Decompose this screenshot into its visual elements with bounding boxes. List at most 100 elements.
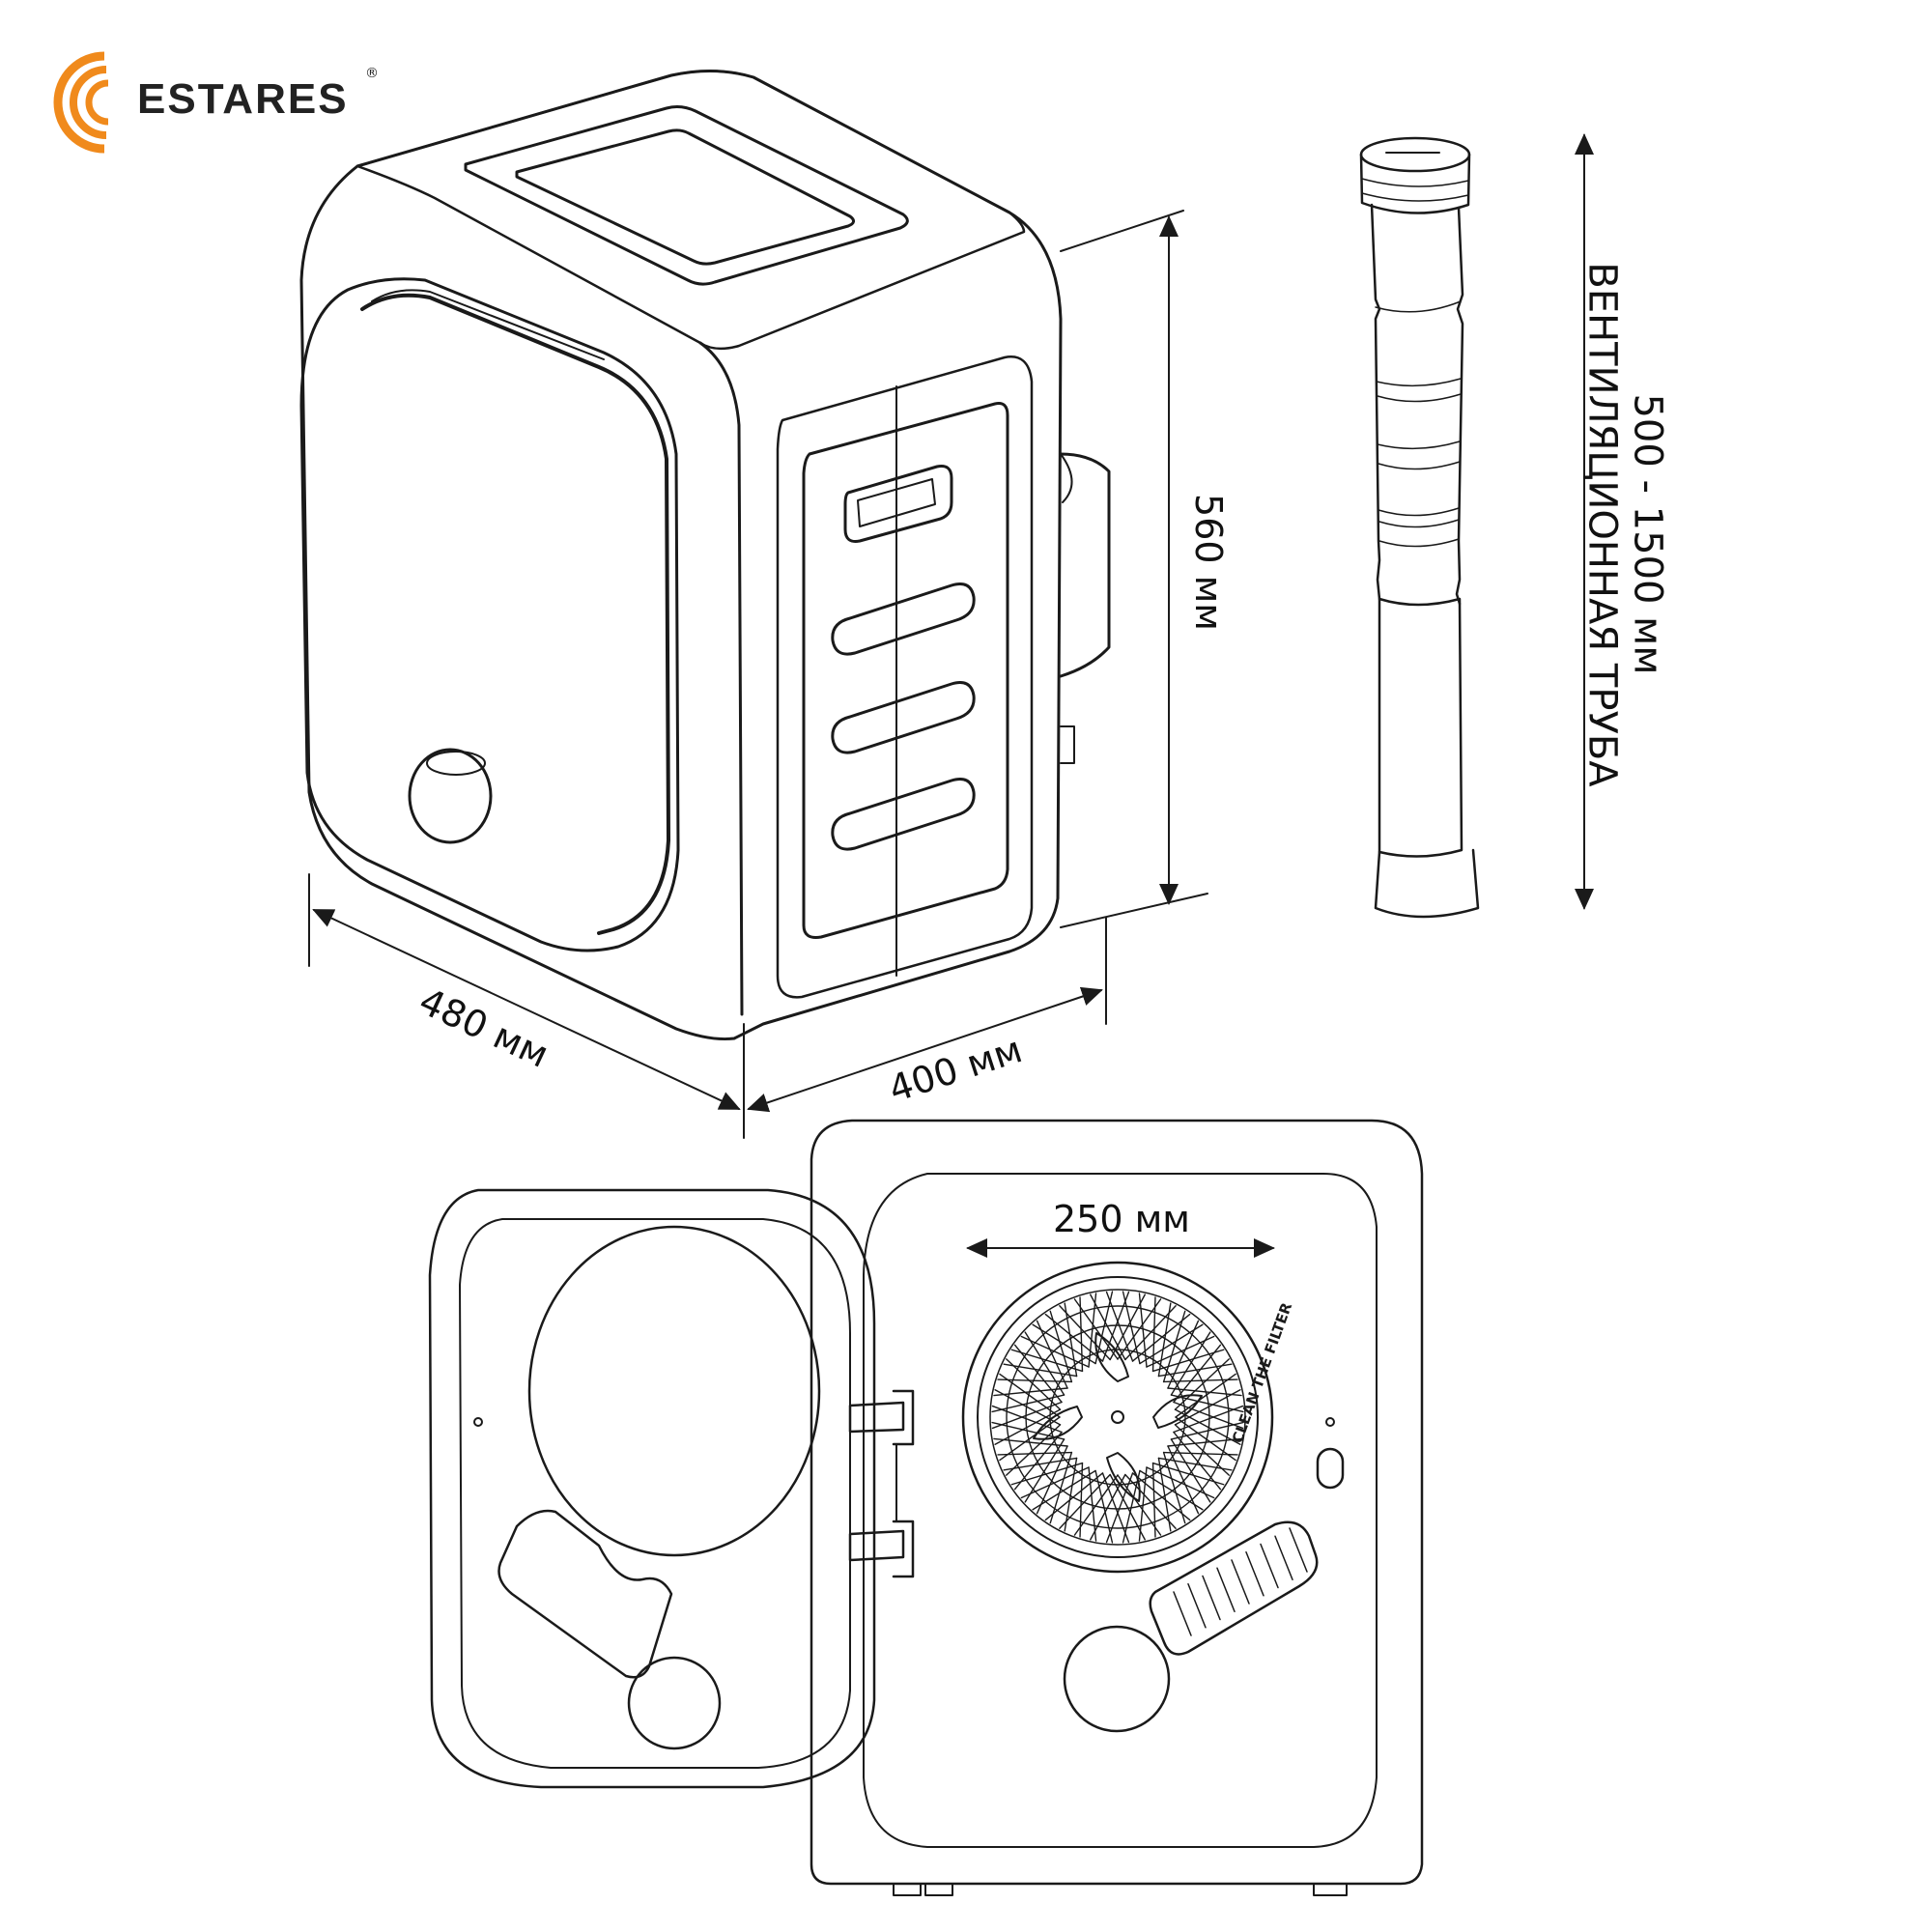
filter-mesh-line [1170, 1331, 1211, 1396]
filter-mesh-line [1138, 1293, 1148, 1368]
filter-mesh-line [1109, 1473, 1146, 1541]
top-control-panel [464, 105, 909, 286]
filter-mesh-line [1044, 1313, 1104, 1362]
filter-mesh-line [1049, 1310, 1073, 1383]
filter-mesh-line [1162, 1310, 1186, 1383]
filter-mesh-line [999, 1373, 1061, 1418]
side-vent-2 [831, 681, 976, 754]
filter-mesh-line [1157, 1457, 1233, 1471]
filter-mesh-line [1006, 1358, 1062, 1410]
filter-mesh-line [1006, 1424, 1062, 1476]
drum-filter-mesh [991, 1291, 1244, 1544]
drum-opening-dimension-label: 250 мм [1053, 1198, 1190, 1240]
filter-mesh-line [1024, 1438, 1065, 1503]
height-dimension-label: 560 мм [1186, 494, 1230, 631]
filter-mesh-line [1139, 1323, 1204, 1365]
filter-mesh-line [1157, 1363, 1233, 1378]
filter-mesh-line [1049, 1451, 1073, 1524]
width-dimension-line [747, 986, 1103, 1113]
filter-mesh-line [1124, 1473, 1177, 1529]
dryer-door-rim-inner [371, 289, 605, 360]
filter-mesh-line [993, 1387, 1068, 1397]
indicator-slot [1316, 1447, 1345, 1490]
filter-mesh-line [1170, 1438, 1211, 1503]
iso-dimensions [308, 210, 1208, 1139]
filter-mesh-line [1174, 1389, 1241, 1426]
lint-trap-slot [1187, 1583, 1207, 1629]
filter-mesh-line [1036, 1320, 1068, 1389]
filter-mesh-line [1105, 1472, 1134, 1544]
hinge-bottom-icon [848, 1520, 915, 1578]
filter-mesh-line [1167, 1387, 1242, 1397]
filter-mesh-line [994, 1408, 1062, 1445]
filter-mesh-line [1131, 1472, 1191, 1521]
dryer-knob-top [426, 751, 486, 776]
filter-mesh-line [1024, 1331, 1065, 1396]
drum-filter-ring [977, 1276, 1259, 1558]
filter-mesh-ring [1006, 1305, 1230, 1529]
dryer-body-outline [299, 70, 1063, 1040]
filter-mesh-line [1167, 1320, 1200, 1389]
filter-mesh-ring [1049, 1349, 1186, 1486]
lint-trap [1149, 1520, 1319, 1656]
filter-mesh-line [1010, 1462, 1084, 1486]
side-handle-inner [857, 478, 936, 527]
filter-mesh-line [1170, 1421, 1244, 1440]
filter-mesh-line [993, 1437, 1068, 1447]
filter-mesh-line [1088, 1466, 1097, 1542]
side-panel-inner [802, 402, 1009, 939]
filter-mesh-line [1088, 1293, 1097, 1368]
filter-mesh-line [1010, 1349, 1084, 1373]
lint-trap-slot [1216, 1567, 1236, 1612]
hinge-top-icon [848, 1389, 915, 1446]
vent-pipe-collar [1359, 153, 1471, 214]
filter-mesh-line [1020, 1466, 1090, 1499]
vent-pipe-top-rim [1359, 136, 1471, 173]
filter-mesh-line [1175, 1373, 1236, 1418]
filter-mesh-line [1174, 1358, 1230, 1410]
foot-left-1 [893, 1883, 922, 1896]
cabinet-front-panel [863, 1173, 1378, 1848]
filter-mesh-line [1174, 1408, 1241, 1445]
filter-mesh-line [991, 1421, 1065, 1440]
drum-filter-outer [961, 1261, 1274, 1574]
lint-trap-slot [1245, 1551, 1264, 1597]
door-knob-inner [627, 1656, 722, 1750]
filter-mesh-line [1079, 1462, 1084, 1538]
door-window [527, 1225, 821, 1557]
filter-mesh-line [997, 1378, 1073, 1383]
filter-mesh-line [1105, 1291, 1134, 1362]
filter-mesh-line [1013, 1431, 1063, 1491]
lint-trap-slot [1274, 1535, 1293, 1580]
side-panel [776, 355, 1034, 999]
filter-mesh-line [999, 1416, 1061, 1462]
fan-blade-4 [1033, 1406, 1083, 1440]
lint-trap-slot [1202, 1575, 1221, 1621]
filter-mesh-line [1032, 1469, 1096, 1511]
foot-right [1313, 1883, 1348, 1896]
filter-mesh-line [1151, 1349, 1225, 1373]
filter-mesh-line [1151, 1296, 1156, 1373]
filter-mesh-line [1170, 1394, 1244, 1413]
filter-mesh-line [991, 1405, 1063, 1434]
filter-mesh-ring [1025, 1324, 1210, 1510]
lint-trap-slot [1231, 1559, 1250, 1605]
cabinet-outline [810, 1119, 1424, 1886]
filter-mesh-line [1122, 1469, 1141, 1544]
fan-hub [1111, 1410, 1124, 1424]
side-handle-icon [843, 465, 953, 543]
filter-mesh-line [1173, 1405, 1244, 1434]
rear-bracket [1060, 725, 1075, 764]
filter-mesh-line [1124, 1305, 1177, 1361]
front-lower-button [1063, 1625, 1171, 1733]
concentric-arcs-logo-icon [53, 51, 109, 154]
rear-exhaust [1059, 452, 1111, 678]
lint-trap-slot [1260, 1543, 1279, 1589]
filter-mesh-line [1157, 1457, 1172, 1532]
indicator-dot [1325, 1417, 1335, 1427]
vent-pipe-length-label: 500 - 1500 мм [1625, 393, 1670, 675]
filter-mesh-line [1173, 1401, 1244, 1430]
filter-mesh-line [997, 1451, 1073, 1456]
filter-mesh-line [1101, 1472, 1130, 1544]
lint-trap-slot [1289, 1527, 1308, 1573]
